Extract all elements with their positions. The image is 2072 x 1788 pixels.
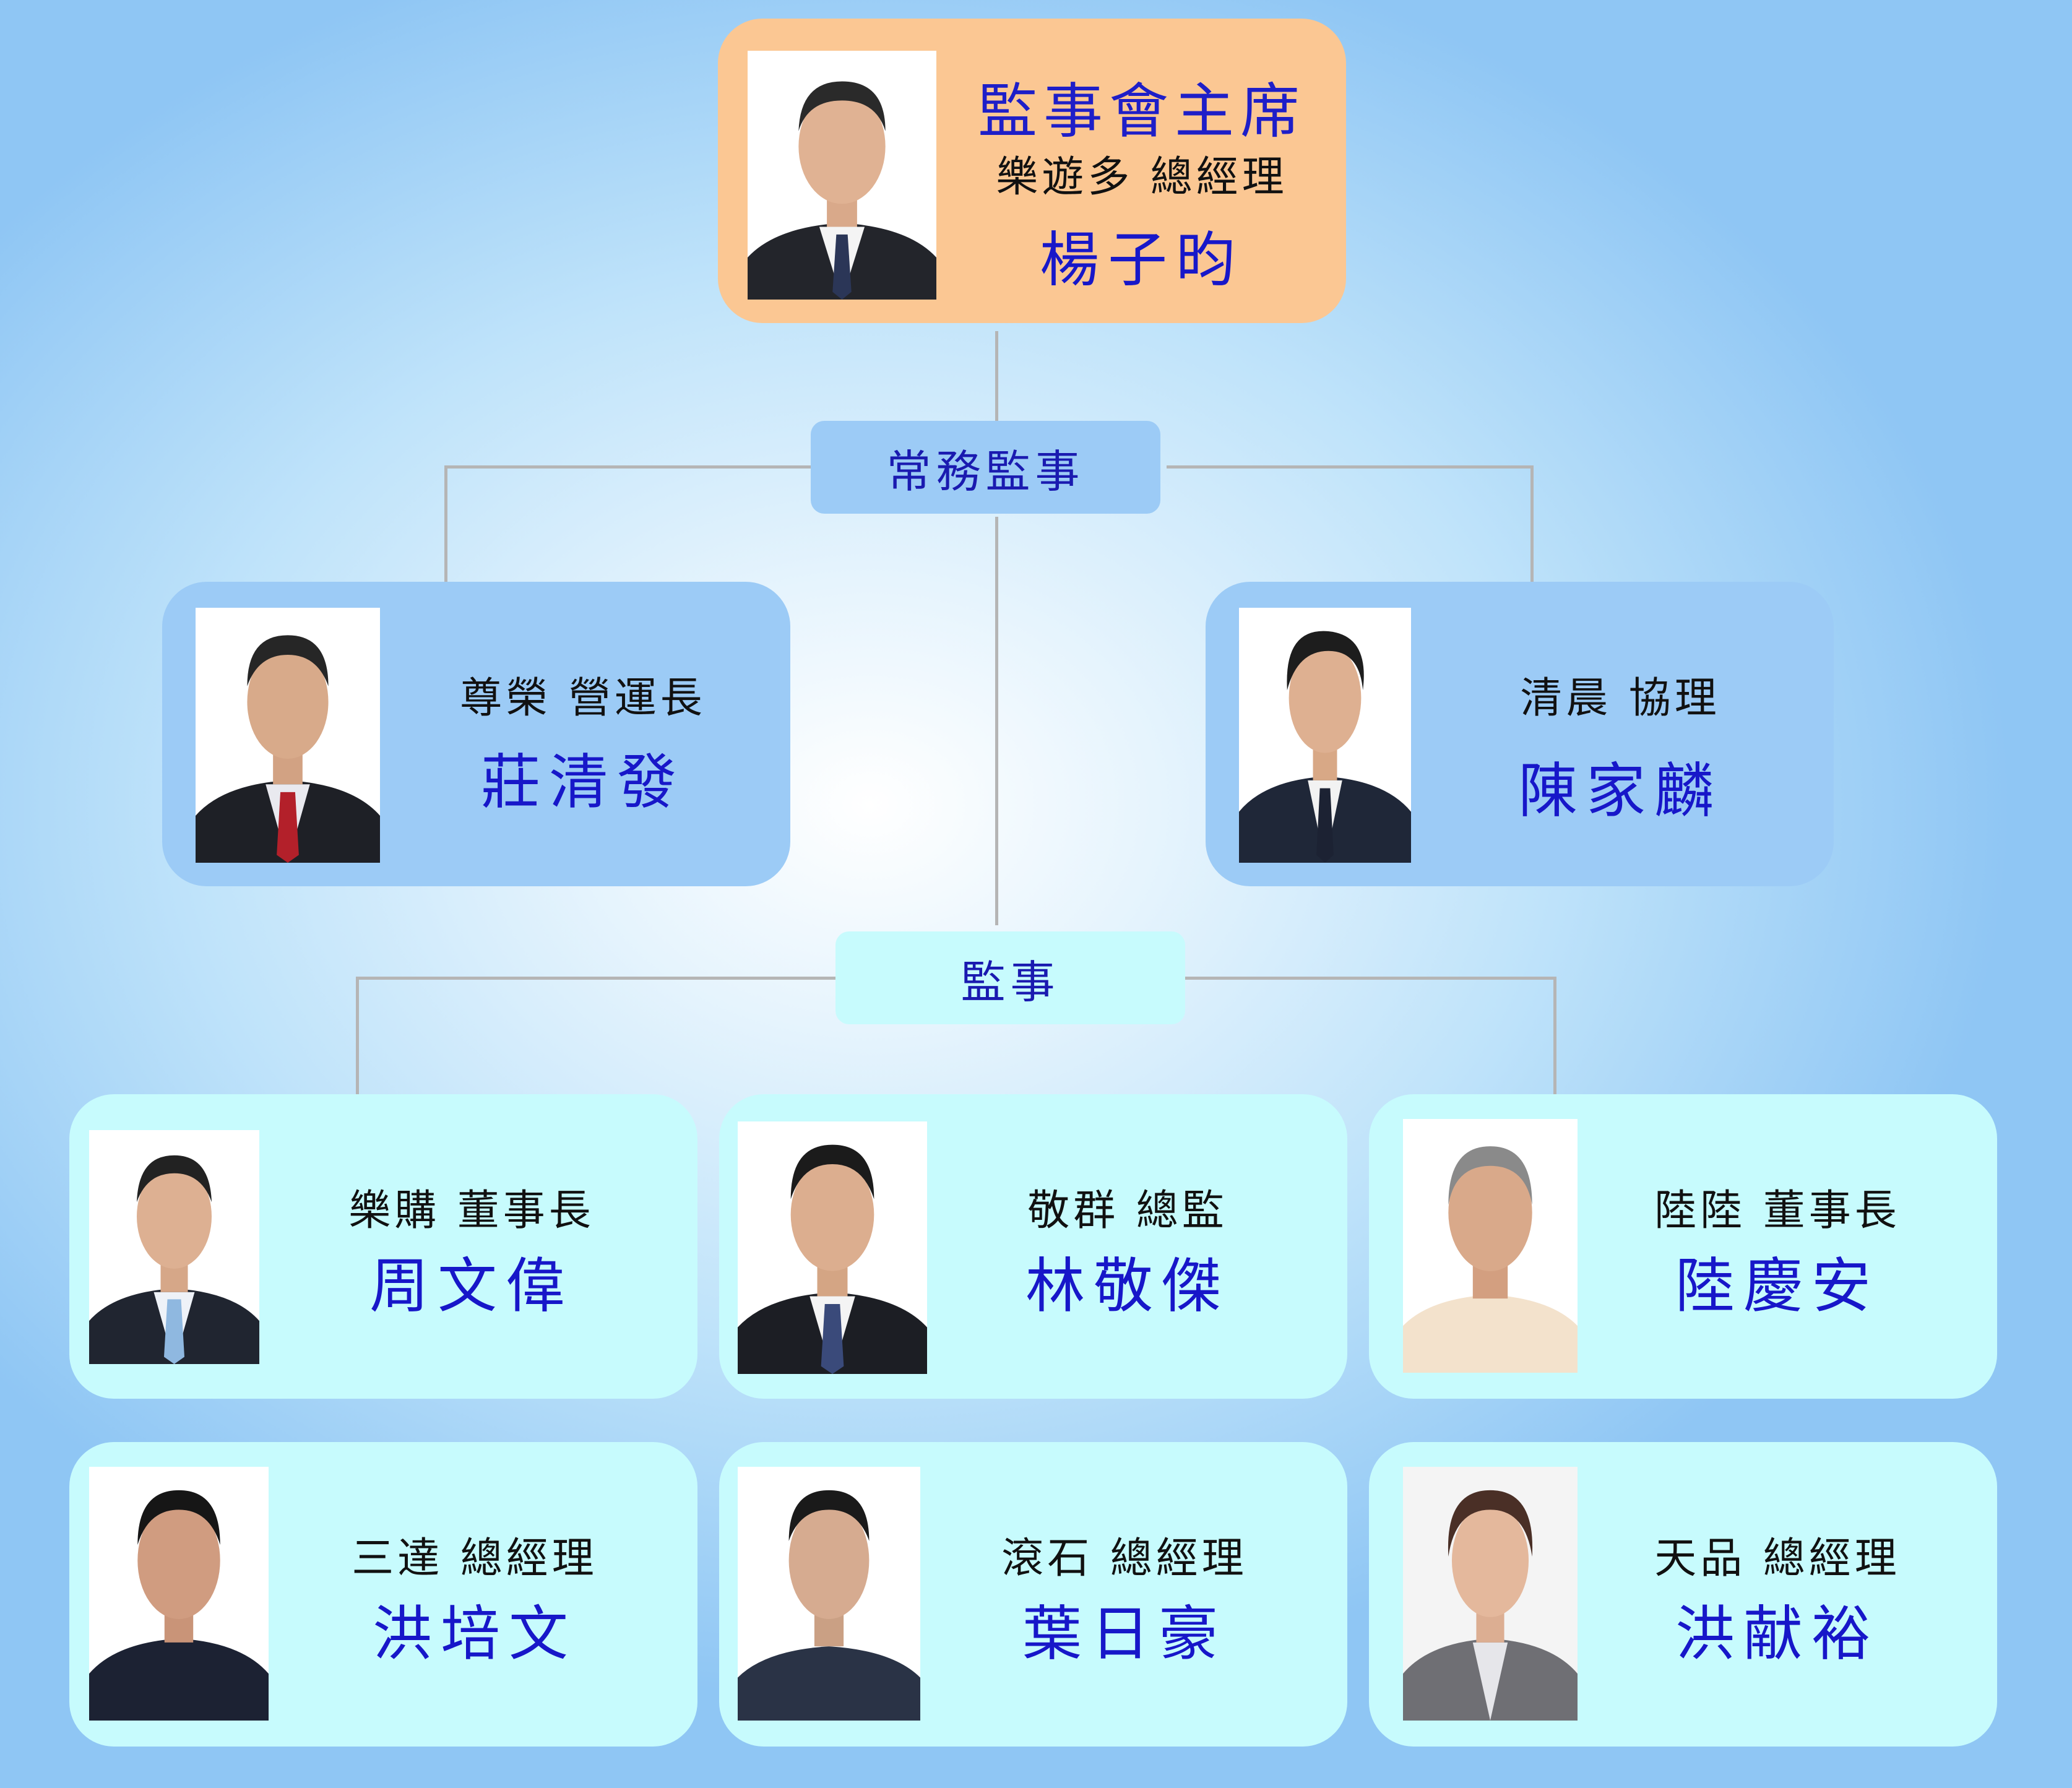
- connector-chair-down: [995, 331, 998, 424]
- standing-card-1: 尊榮 營運長 莊清發: [162, 582, 790, 886]
- standing-photo-2: [1239, 608, 1411, 863]
- supervisor-photo-6: [1403, 1467, 1578, 1721]
- supervisor-card-5: 滾石 總經理 葉日豪: [719, 1442, 1347, 1747]
- supervisor-card-1: 樂購 董事長 周文偉: [69, 1094, 697, 1399]
- supervisor-card-3: 陸陸 董事長 陸慶安: [1369, 1094, 1997, 1399]
- standing-photo-1: [196, 608, 380, 863]
- supervisor-photo-4: [89, 1467, 269, 1721]
- chairman-photo: [748, 51, 936, 300]
- supervisor-org-4: 三達 總經理: [352, 1534, 598, 1583]
- supervisor-photo-2: [738, 1121, 927, 1374]
- supervisor-name-6: 洪献裕: [1675, 1599, 1880, 1669]
- connector-center-down: [995, 517, 998, 925]
- standing-supervisor-label: 常務監事: [811, 421, 1160, 514]
- supervisor-photo-5: [738, 1467, 920, 1721]
- supervisor-name-3: 陸慶安: [1675, 1251, 1880, 1321]
- supervisor-label: 監事: [835, 931, 1185, 1024]
- standing-org-1: 尊榮 營運長: [460, 674, 706, 723]
- connector-standing-right-h: [1167, 465, 1534, 469]
- supervisor-org-2: 敬群 總監: [1027, 1186, 1228, 1235]
- chairman-title: 監事會主席: [978, 77, 1306, 146]
- supervisor-card-4: 三達 總經理 洪培文: [69, 1442, 697, 1747]
- connector-standing-left-v: [444, 465, 447, 583]
- supervisor-org-1: 樂購 董事長: [348, 1186, 595, 1235]
- supervisor-org-5: 滾石 總經理: [1001, 1534, 1248, 1583]
- supervisor-card-6: 天品 總經理 洪献裕: [1369, 1442, 1997, 1747]
- connector-supervisor-left-v: [356, 977, 359, 1095]
- connector-supervisor-left-h: [356, 977, 835, 980]
- supervisor-card-2: 敬群 總監 林敬傑: [719, 1094, 1347, 1399]
- connector-standing-right-v: [1530, 465, 1534, 583]
- supervisor-photo-1: [89, 1130, 259, 1364]
- standing-org-2: 清晨 協理: [1520, 674, 1720, 723]
- standing-card-2: 清晨 協理 陳家麟: [1206, 582, 1834, 886]
- standing-name-1: 莊清發: [481, 748, 685, 817]
- supervisor-name-2: 林敬傑: [1025, 1251, 1230, 1321]
- supervisor-org-6: 天品 總經理: [1654, 1534, 1901, 1583]
- supervisor-name-5: 葉日豪: [1022, 1599, 1227, 1669]
- supervisor-org-3: 陸陸 董事長: [1654, 1186, 1901, 1235]
- chairman-card: 監事會主席 樂遊多 總經理 楊子昀: [718, 19, 1346, 323]
- chairman-org: 樂遊多 總經理: [996, 153, 1288, 202]
- connector-standing-left-h: [444, 465, 812, 469]
- connector-supervisor-right-v: [1553, 977, 1556, 1095]
- supervisor-photo-3: [1403, 1119, 1578, 1373]
- supervisor-name-4: 洪培文: [373, 1599, 577, 1669]
- connector-supervisor-right-h: [1185, 977, 1556, 980]
- chairman-name: 楊子昀: [1040, 225, 1244, 295]
- supervisor-name-1: 周文偉: [369, 1251, 574, 1321]
- standing-name-2: 陳家麟: [1518, 756, 1722, 826]
